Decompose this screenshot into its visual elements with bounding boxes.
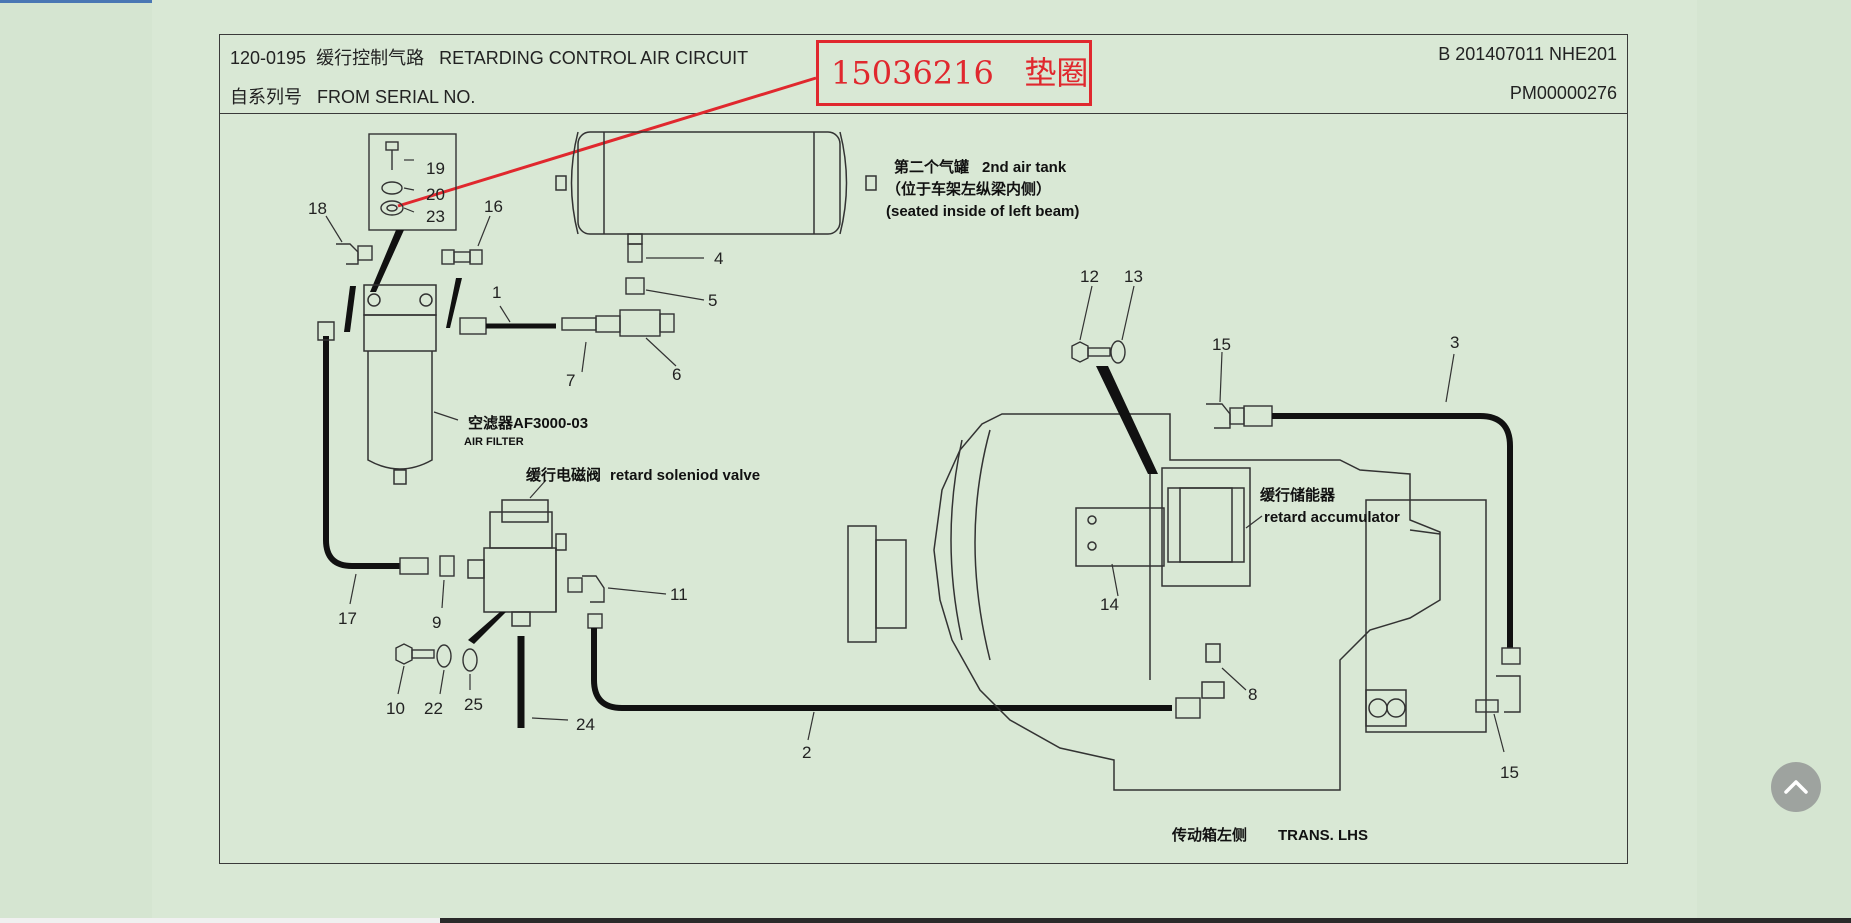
pm-number: PM00000276 <box>1509 83 1617 103</box>
label-25: 25 <box>464 695 483 714</box>
label-10: 10 <box>386 699 405 718</box>
tank-caption-en: 2nd air tank <box>982 159 1067 176</box>
solenoid-valve <box>467 499 567 627</box>
filter-caption-en: AIR FILTER <box>464 436 524 448</box>
label-15-top: 15 <box>1212 335 1231 354</box>
accumulator-caption-cn: 缓行储能器 <box>1260 486 1336 504</box>
page-sheet <box>152 0 1697 918</box>
air-tank <box>555 131 877 245</box>
part-code: 120-0195 <box>230 48 307 68</box>
label-24: 24 <box>576 715 595 734</box>
fastener-inset <box>368 133 457 231</box>
diagram-captions: 第二个气罐 2nd air tank （位于车架左纵梁内侧） (seated i… <box>464 158 1400 844</box>
callout-part-number: 15036216 <box>831 54 994 92</box>
header-divider <box>219 113 1628 114</box>
title-en: RETARDING CONTROL AIR CIRCUIT <box>439 48 749 68</box>
part-label-group <box>325 159 1505 753</box>
label-15-bottom: 15 <box>1500 763 1519 782</box>
label-23: 23 <box>426 207 445 226</box>
hose-17 <box>323 336 400 569</box>
doc-reference: B 201407011 NHE201 <box>1438 44 1617 64</box>
accumulator-pointer <box>1096 366 1158 474</box>
label-17: 17 <box>338 609 357 628</box>
fittings-top <box>336 243 483 265</box>
label-8: 8 <box>1248 685 1257 704</box>
callout-leader-line <box>397 76 817 208</box>
label-13: 13 <box>1124 267 1143 286</box>
hose-17-fittings <box>317 321 455 577</box>
hose-2 <box>591 628 1172 711</box>
scroll-to-top-button[interactable] <box>1771 762 1821 812</box>
fastener-group <box>395 643 478 672</box>
label-9: 9 <box>432 613 441 632</box>
label-4: 4 <box>714 249 723 268</box>
valve-caption-en: retard soleniod valve <box>610 467 760 484</box>
filter-caption-cn: 空滤器AF3000-03 <box>468 414 588 432</box>
label-6: 6 <box>672 365 681 384</box>
tank-position-cn: （位于车架左纵梁内侧） <box>886 180 1051 198</box>
serial-cn: 自系列号 <box>230 87 302 107</box>
label-12: 12 <box>1080 267 1099 286</box>
valve-pointer <box>468 612 506 644</box>
label-22: 22 <box>424 699 443 718</box>
bottom-bar-dark <box>440 918 1851 923</box>
accumulator-bolt <box>1071 340 1126 364</box>
serial-en: FROM SERIAL NO. <box>317 87 476 107</box>
label-7: 7 <box>566 371 575 390</box>
air-filter <box>363 284 437 485</box>
filter-pointer-left <box>344 286 356 332</box>
elbow-11 <box>567 575 605 629</box>
label-3: 3 <box>1450 333 1459 352</box>
callout-part-name: 垫圈 <box>1024 54 1089 92</box>
label-20: 20 <box>426 185 445 204</box>
trans-caption-cn: 传动箱左侧 <box>1171 826 1247 844</box>
part-number-labels: 19 20 23 18 16 1 4 5 7 6 12 13 15 3 15 1… <box>308 159 1519 782</box>
header-serial: 自系列号 FROM SERIAL NO. <box>230 83 475 109</box>
label-11: 11 <box>670 585 688 604</box>
tank-caption-cn: 第二个气罐 <box>894 158 969 176</box>
label-19: 19 <box>426 159 445 178</box>
label-16: 16 <box>484 197 503 216</box>
transmission-housing <box>847 413 1487 791</box>
valve-caption-cn: 缓行电磁阀 <box>526 466 601 484</box>
label-14: 14 <box>1100 595 1119 614</box>
label-2: 2 <box>802 743 811 762</box>
label-18: 18 <box>308 199 327 218</box>
filter-pointer-right <box>446 278 462 328</box>
inset-pointer <box>370 230 404 292</box>
label-1: 1 <box>492 283 501 302</box>
accumulator-caption-en: retard accumulator <box>1264 509 1400 526</box>
elbow-15-bottom <box>1175 647 1521 719</box>
label-5: 5 <box>708 291 717 310</box>
hose-3 <box>1272 413 1513 648</box>
header-title: 120-0195 缓行控制气路 RETARDING CONTROL AIR CI… <box>230 44 748 70</box>
drawing-frame <box>219 34 1628 864</box>
trans-caption-en: TRANS. LHS <box>1278 827 1368 844</box>
elbow-15-top <box>1206 403 1273 429</box>
title-cn: 缓行控制气路 <box>316 48 425 68</box>
top-accent-bar <box>0 0 250 3</box>
tank-position-en: (seated inside of left beam) <box>886 203 1079 220</box>
part-callout-box: 15036216 垫圈 <box>816 40 1092 106</box>
chevron-up-icon <box>1784 780 1808 794</box>
